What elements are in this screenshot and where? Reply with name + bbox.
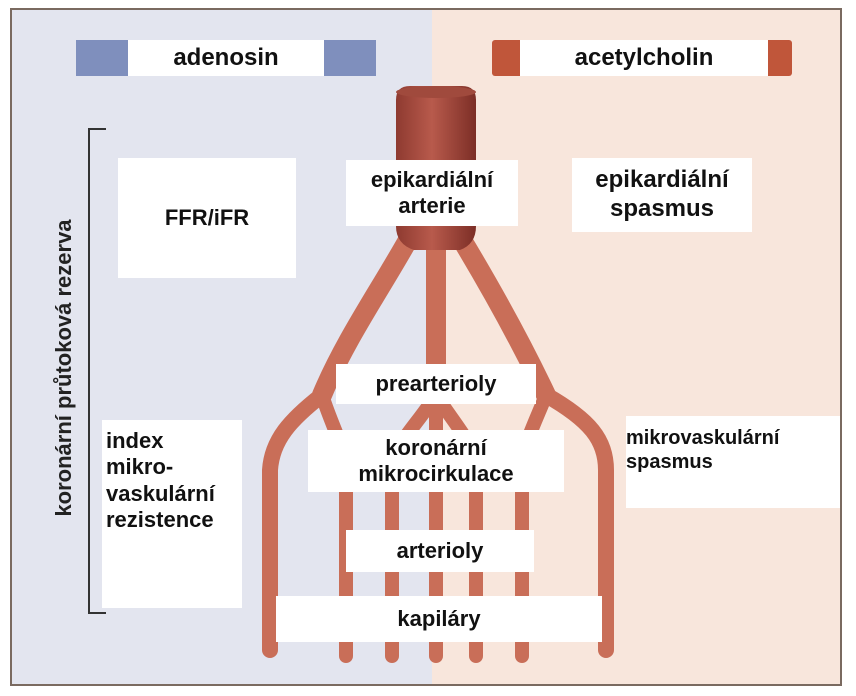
diagram-frame	[10, 8, 842, 686]
